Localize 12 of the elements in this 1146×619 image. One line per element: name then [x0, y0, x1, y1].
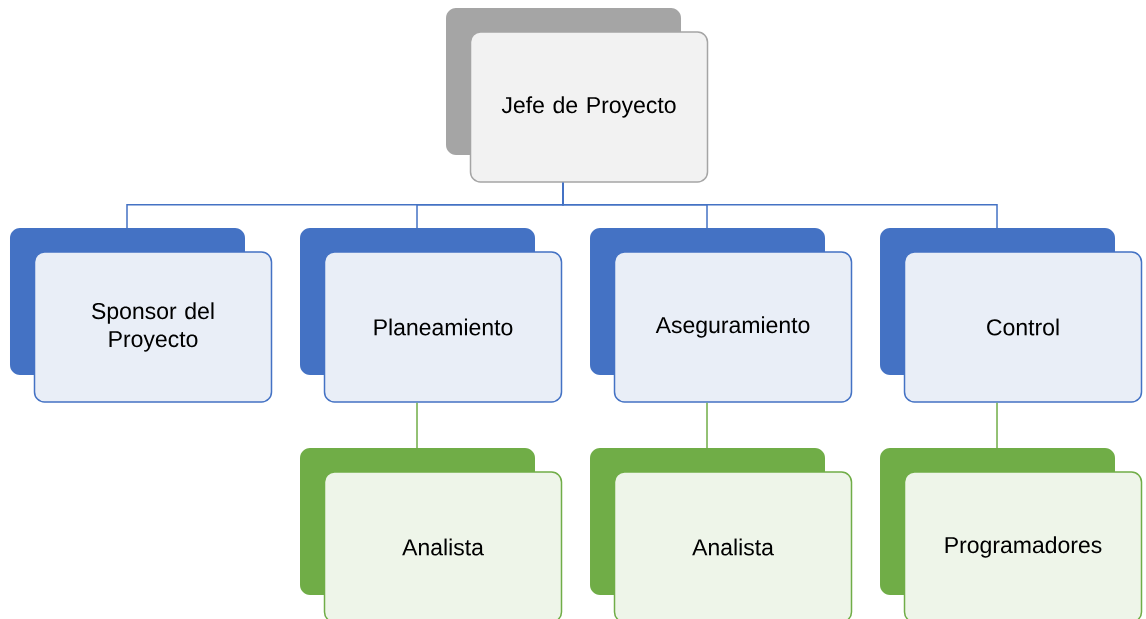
org-box: Programadores	[880, 448, 1143, 619]
org-box: Analista	[590, 448, 853, 619]
org-box: Aseguramiento	[590, 228, 853, 403]
org-box: Analista	[300, 448, 563, 619]
connector-line	[562, 182, 998, 229]
connector-line	[996, 402, 998, 449]
org-box: Control	[880, 228, 1143, 403]
connector-line	[416, 402, 418, 449]
connector-line	[706, 402, 708, 449]
org-box: Planeamiento	[300, 228, 563, 403]
org-box: Sponsor del Proyecto	[10, 228, 273, 403]
org-box: Jefe de Proyecto	[446, 8, 709, 183]
